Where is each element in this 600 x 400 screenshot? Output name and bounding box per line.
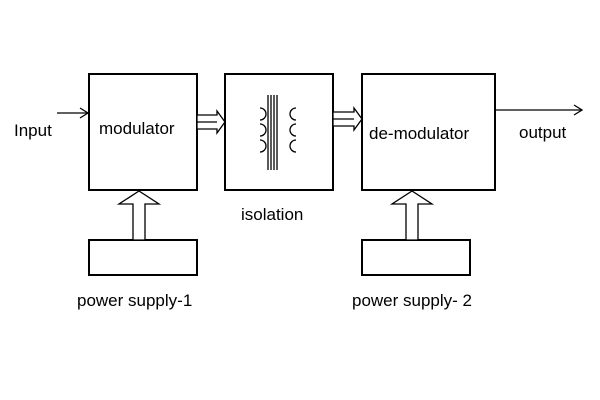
power-supply-2-arrow: [389, 190, 435, 241]
modulator-block: [88, 73, 198, 191]
output-label: output: [519, 123, 567, 142]
isolation-label: isolation: [241, 205, 303, 224]
power-supply-1-block: [88, 239, 198, 276]
power-supply-1-label: power supply-1: [77, 291, 192, 310]
isolation-block: [224, 73, 334, 191]
input-label: Input: [14, 121, 52, 140]
power-supply-2-label: power supply- 2: [352, 291, 472, 310]
power-supply-2-block: [361, 239, 471, 276]
input-arrow: [57, 107, 90, 119]
transformer-icon: [259, 95, 297, 170]
demodulator-label: de-modulator: [369, 124, 470, 143]
power-supply-1-arrow: [116, 190, 162, 241]
modulator-label: modulator: [99, 119, 175, 138]
demodulator-block: [361, 73, 496, 191]
output-arrow: [495, 104, 584, 116]
